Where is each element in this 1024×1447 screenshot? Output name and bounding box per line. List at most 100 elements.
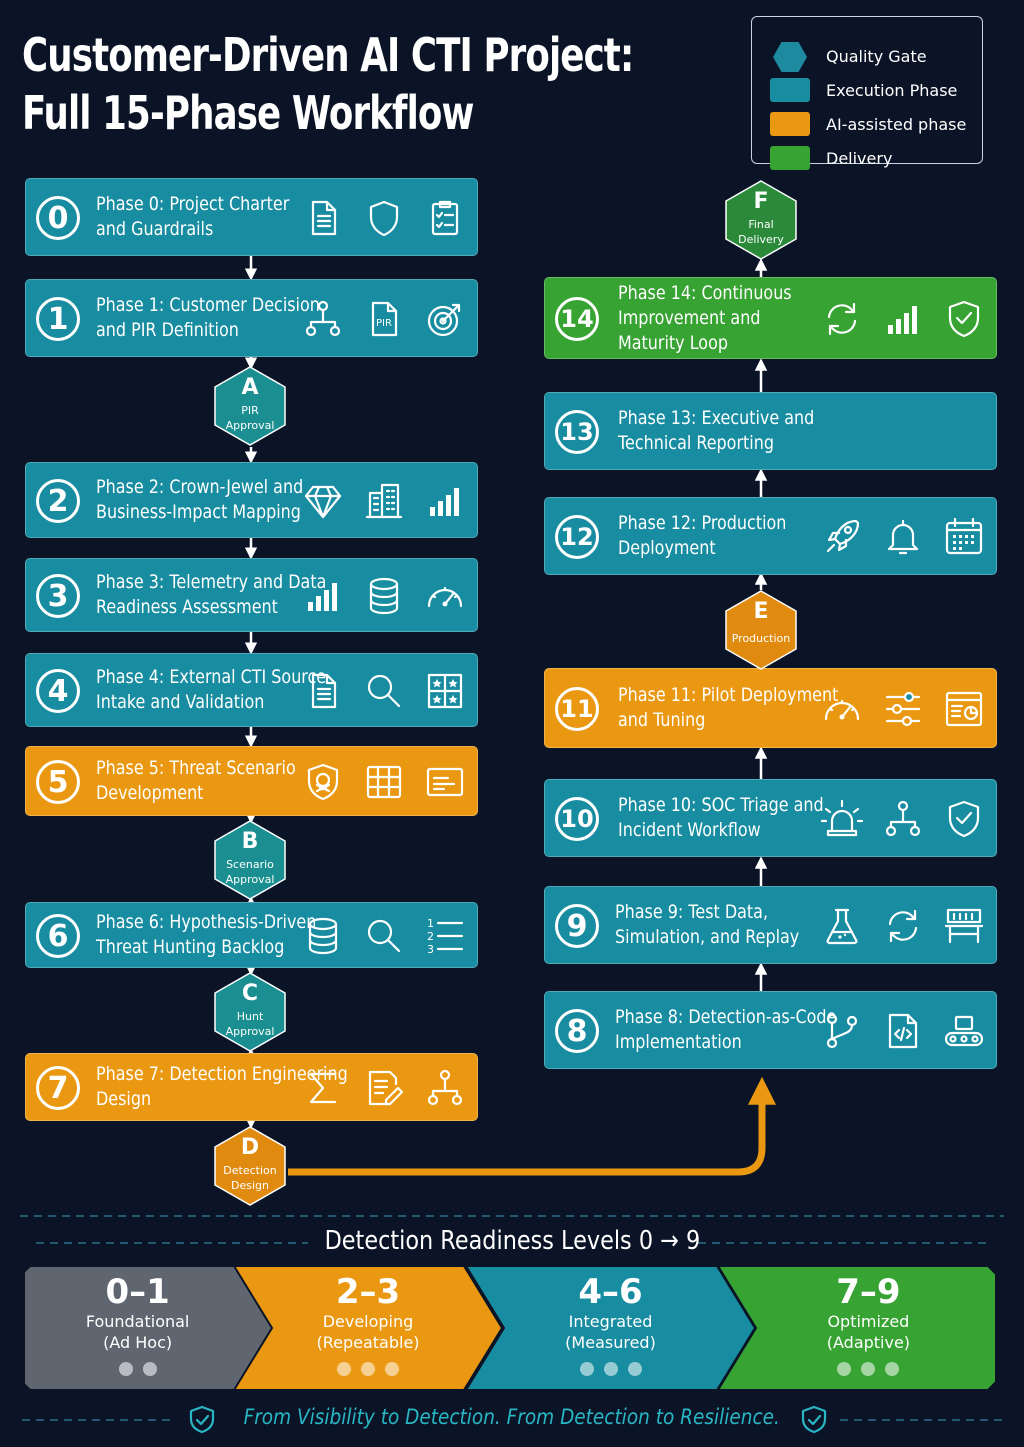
magnifier-icon xyxy=(362,914,406,958)
legend-swatch xyxy=(770,78,810,102)
phase-title-line: Maturity Loop xyxy=(618,331,728,354)
phase-title-line: Phase 13: Executive and xyxy=(618,407,815,429)
sliders-icon xyxy=(881,687,925,731)
phase-number-badge: 7 xyxy=(36,1066,80,1110)
flask-icon xyxy=(820,904,864,948)
phase-number-badge: 14 xyxy=(555,297,599,341)
phase-title-line: and Guardrails xyxy=(96,218,214,240)
grid-icon xyxy=(362,760,406,804)
phase-title-line: Business-Impact Mapping xyxy=(96,501,301,523)
title-line-1: Customer-Driven AI CTI Project: xyxy=(22,28,634,82)
phase-title-line: Simulation, and Replay xyxy=(615,926,800,948)
conveyor-icon xyxy=(942,1009,986,1053)
phase-number-badge: 1 xyxy=(36,297,80,341)
workbench-icon xyxy=(942,904,986,948)
phase-title: Phase 9: Test Data,Simulation, and Repla… xyxy=(615,900,799,950)
level-name: Developing xyxy=(322,1312,414,1331)
gate-letter: A xyxy=(241,375,259,400)
gate-letter: D xyxy=(240,1135,260,1160)
phase-title-line: Incident Workflow xyxy=(618,819,761,841)
document-icon xyxy=(301,196,345,240)
phase-number-badge: 13 xyxy=(555,410,599,454)
database-icon xyxy=(362,574,406,618)
level-dot xyxy=(118,1362,133,1376)
level-range: 2–3 xyxy=(335,1272,401,1312)
magnifier-icon xyxy=(362,669,406,713)
shield-check-icon xyxy=(801,1405,827,1434)
level-name: Foundational xyxy=(85,1312,190,1331)
gauge-icon xyxy=(820,687,864,731)
level-subtitle: (Ad Hoc) xyxy=(103,1333,173,1352)
phase-number-badge: 10 xyxy=(555,797,599,841)
legend-label: Quality Gate xyxy=(826,47,927,66)
git-branch-icon xyxy=(820,1009,864,1053)
legend-hexagon-icon xyxy=(773,42,807,72)
shield-icon xyxy=(362,196,406,240)
level-subtitle: (Repeatable) xyxy=(316,1333,420,1352)
level-name: Optimized xyxy=(827,1312,910,1331)
document-icon xyxy=(301,669,345,713)
level-dots xyxy=(466,1361,755,1380)
level-name: Integrated xyxy=(568,1312,653,1331)
phase-title-line: Phase 8: Detection-as-Code xyxy=(615,1006,837,1028)
phase-number-badge: 12 xyxy=(555,515,599,559)
phase-number-badge: 9 xyxy=(555,904,599,948)
phase-number-badge: 6 xyxy=(36,914,80,958)
level-range: 7–9 xyxy=(836,1272,901,1312)
phase-title-line: and PIR Definition xyxy=(96,319,239,341)
gauge-icon xyxy=(423,574,467,618)
diamond-icon xyxy=(301,479,345,523)
phase-title-line: Phase 0: Project Charter xyxy=(96,193,290,215)
refresh-icon xyxy=(881,904,925,948)
title-line-2: Full 15-Phase Workflow xyxy=(22,86,474,140)
skull-shield-icon xyxy=(301,760,345,804)
phase-title-line: and Tuning xyxy=(618,709,706,731)
hierarchy-icon xyxy=(301,297,345,341)
calendar-icon xyxy=(942,515,986,559)
level-dot xyxy=(885,1362,900,1376)
level-range: 0–1 xyxy=(105,1272,170,1312)
gate-label: Scenario xyxy=(226,858,274,871)
level-dots xyxy=(234,1361,502,1380)
phase-title-line: Phase 7: Detection Engineering xyxy=(96,1063,348,1085)
gate-label: Detection xyxy=(223,1164,277,1177)
phase-title-line: Phase 12: Production xyxy=(618,512,787,534)
svg-text:1: 1 xyxy=(427,917,434,930)
bar-chart-icon xyxy=(301,574,345,618)
phase-title-line: Technical Reporting xyxy=(618,432,774,454)
level-dot xyxy=(627,1362,642,1376)
sigma-icon xyxy=(301,1066,345,1110)
database-icon xyxy=(301,914,345,958)
phase-title-line: Design xyxy=(96,1088,152,1110)
level-dots xyxy=(24,1361,274,1380)
building-icon xyxy=(362,479,406,523)
tagline-text: From Visibility to Detection. From Detec… xyxy=(243,1405,781,1429)
gate-label: Approval xyxy=(225,1025,275,1038)
legend: Quality Gate Execution Phase AI-assisted… xyxy=(751,16,983,170)
shield-check-icon xyxy=(942,297,986,341)
svg-text:PIR: PIR xyxy=(376,318,392,329)
phase-title-line: Intake and Validation xyxy=(96,691,265,713)
card-icon xyxy=(423,760,467,804)
phase-title-line: Implementation xyxy=(615,1031,742,1053)
gate-label: Approval xyxy=(225,873,275,886)
level-dot xyxy=(603,1362,618,1376)
phase-title-line: Improvement and xyxy=(618,306,761,329)
phase-title-line: Phase 4: External CTI Source xyxy=(96,666,327,688)
